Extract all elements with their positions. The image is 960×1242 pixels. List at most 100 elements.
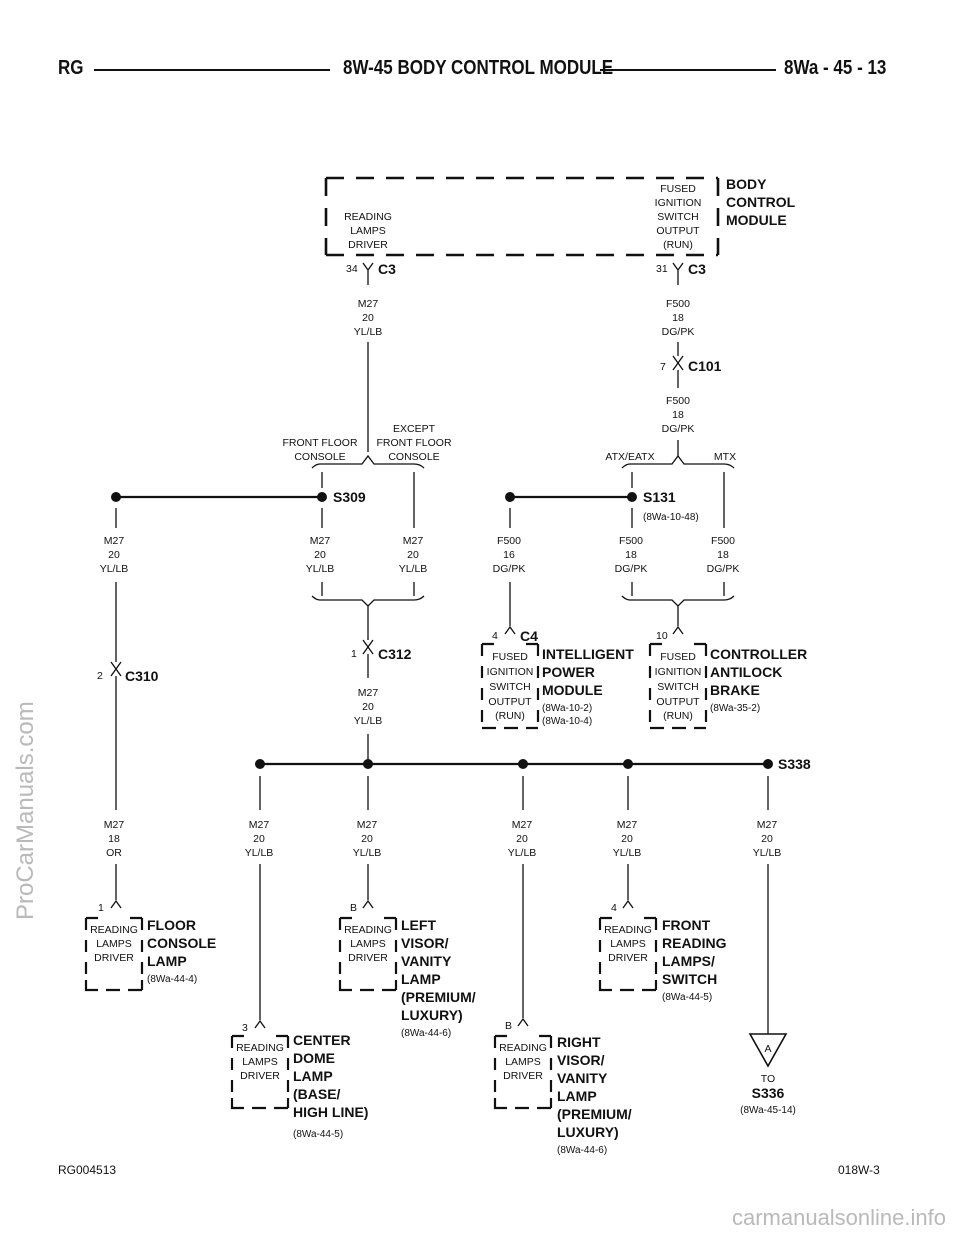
cab-box [648, 642, 708, 730]
wire-label: F500 [666, 298, 690, 310]
left-visor-box [338, 916, 398, 992]
ipm-fn: SWITCH [489, 681, 530, 693]
bcm-c3-pin34-terminal [362, 262, 374, 285]
cab-fn: OUTPUT [656, 696, 700, 708]
cab-name: BRAKE [710, 682, 760, 698]
option-split-brace [311, 454, 425, 469]
wire-label: M27 [358, 298, 379, 310]
splice-dot [518, 759, 528, 769]
right-visor-ref: (8Wa-44-6) [557, 1145, 607, 1156]
floor-console-ref: (8Wa-44-4) [147, 974, 197, 985]
right-visor-name: (PREMIUM/ [557, 1106, 632, 1122]
wire-label: YL/LB [753, 847, 782, 859]
splice-s309-label: S309 [333, 489, 366, 505]
wire-label: DG/PK [707, 563, 740, 575]
bcm-conn-c3-right: C3 [688, 261, 706, 277]
ipm-ref: (8Wa-10-4) [542, 716, 592, 727]
right-visor-fn: READING [499, 1042, 547, 1054]
cab-terminal [672, 625, 684, 635]
left-visor-ref: (8Wa-44-6) [401, 1028, 451, 1039]
body-control-module-box [324, 176, 720, 257]
wire-label: M27 [512, 819, 533, 831]
wire-label: YL/LB [354, 715, 383, 727]
left-visor-name: VANITY [401, 953, 452, 969]
cab-pin: 10 [656, 630, 668, 642]
center-dome-pin: 3 [242, 1022, 248, 1034]
ipm-fn: OUTPUT [488, 696, 532, 708]
left-visor-name: VISOR/ [401, 935, 449, 951]
left-visor-name: (PREMIUM/ [401, 989, 476, 1005]
cab-fn: IGNITION [655, 666, 702, 678]
offpage-name: S336 [752, 1085, 785, 1101]
s338-branch-lower-wires [259, 864, 769, 1034]
wire-label: YL/LB [354, 326, 383, 338]
wire-label: YL/LB [508, 847, 537, 859]
wire-label: OR [106, 847, 122, 859]
center-dome-name: CENTER [293, 1032, 351, 1048]
ipm-conn-label: C4 [520, 628, 538, 644]
center-dome-fn: LAMPS [242, 1056, 278, 1068]
left-visor-name: LUXURY) [401, 1007, 463, 1023]
cab-fn: (RUN) [663, 710, 693, 722]
left-visor-name: LAMP [401, 971, 441, 987]
watermark-bottom[interactable]: carmanualsonline.info [731, 1205, 946, 1230]
option-trans-brace [621, 454, 735, 469]
option-trans-merge-brace [621, 595, 735, 607]
header-rule-right [600, 69, 776, 71]
wire-label: M27 [357, 819, 378, 831]
wire-label: YL/LB [245, 847, 274, 859]
offpage-connector-triangle [748, 1033, 788, 1068]
center-dome-terminal [254, 1019, 266, 1029]
splice-dot [505, 492, 515, 502]
wire-label: 20 [516, 833, 528, 845]
wire-label: M27 [310, 535, 331, 547]
offpage-letter: A [764, 1043, 771, 1055]
right-visor-terminal [517, 1017, 529, 1027]
wire-label: M27 [403, 535, 424, 547]
bcm-name-3: MODULE [726, 212, 787, 228]
connector-c310-symbol [110, 661, 122, 677]
floor-console-fn: READING [90, 924, 138, 936]
right-visor-fn: DRIVER [503, 1070, 543, 1082]
ipm-ref: (8Wa-10-2) [542, 703, 592, 714]
option-atx: ATX/EATX [605, 451, 654, 463]
option-mtx: MTX [714, 451, 736, 463]
wire-label: M27 [358, 687, 379, 699]
front-reading-box [598, 916, 658, 992]
option-except-2: FRONT FLOOR [376, 437, 451, 449]
option-except-3: CONSOLE [388, 451, 439, 463]
center-dome-name: DOME [293, 1050, 335, 1066]
center-dome-fn: READING [236, 1042, 284, 1054]
center-dome-fn: DRIVER [240, 1070, 280, 1082]
bcm-c3-pin31-terminal [672, 262, 684, 285]
bcm-name-2: CONTROL [726, 194, 796, 210]
wire-label: 20 [253, 833, 265, 845]
cab-name: ANTILOCK [710, 664, 782, 680]
c310-label: C310 [125, 668, 159, 684]
ipm-pin: 4 [492, 630, 498, 642]
ipm-terminal [504, 625, 516, 635]
bcm-reading-3: DRIVER [348, 239, 388, 251]
left-visor-fn: LAMPS [350, 938, 386, 950]
front-reading-fn: READING [604, 924, 652, 936]
footer-figure-ref: 018W-3 [838, 1163, 880, 1177]
bcm-fused-1: FUSED [660, 183, 696, 195]
bcm-fused-4: OUTPUT [656, 225, 700, 237]
front-reading-pin: 4 [611, 902, 617, 914]
cab-name: CONTROLLER [710, 646, 807, 662]
ipm-box [480, 642, 540, 730]
bcm-pin-31: 31 [656, 263, 668, 275]
right-visor-name: RIGHT [557, 1034, 601, 1050]
splice-dot [627, 492, 637, 502]
c312-label: C312 [378, 646, 412, 662]
right-visor-name: VISOR/ [557, 1052, 605, 1068]
header-section-code: RG [58, 57, 84, 79]
header-page-number: 8Wa - 45 - 13 [784, 57, 887, 79]
splice-dot [255, 759, 265, 769]
option-front-floor-1: FRONT FLOOR [282, 437, 357, 449]
wire-label: M27 [617, 819, 638, 831]
floor-console-fn: DRIVER [94, 952, 134, 964]
header-title: 8W-45 BODY CONTROL MODULE [343, 57, 614, 79]
wire-label: 18 [672, 312, 684, 324]
left-visor-fn: DRIVER [348, 952, 388, 964]
